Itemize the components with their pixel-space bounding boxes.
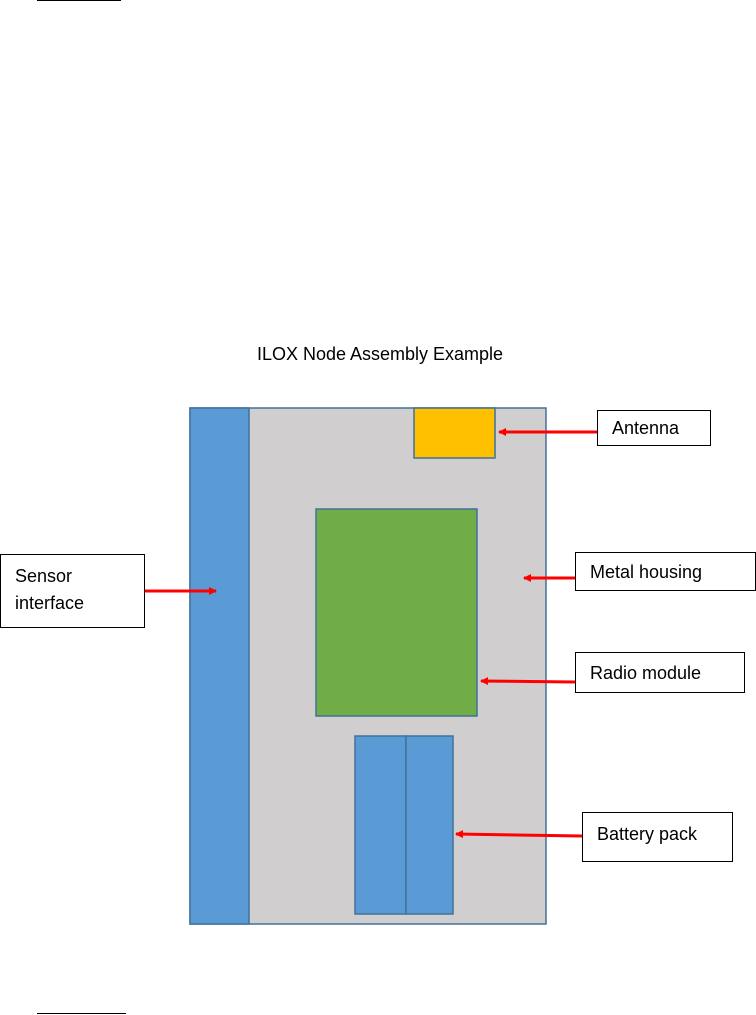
- metal-housing-label: Metal housing: [575, 552, 756, 591]
- bottom-rule: [37, 1013, 126, 1014]
- battery-cell-left: [355, 736, 406, 914]
- radio-module-arrow: [481, 681, 575, 682]
- battery-pack-label: Battery pack: [582, 812, 733, 862]
- radio-module-block: [316, 509, 477, 716]
- sensor-interface-strip: [190, 408, 249, 924]
- antenna-label: Antenna: [597, 410, 711, 446]
- battery-cell-right: [406, 736, 453, 914]
- antenna-block: [414, 408, 495, 458]
- battery-pack-arrow: [456, 834, 582, 836]
- radio-module-label: Radio module: [575, 652, 745, 693]
- sensor-interface-label: Sensor interface: [0, 554, 145, 628]
